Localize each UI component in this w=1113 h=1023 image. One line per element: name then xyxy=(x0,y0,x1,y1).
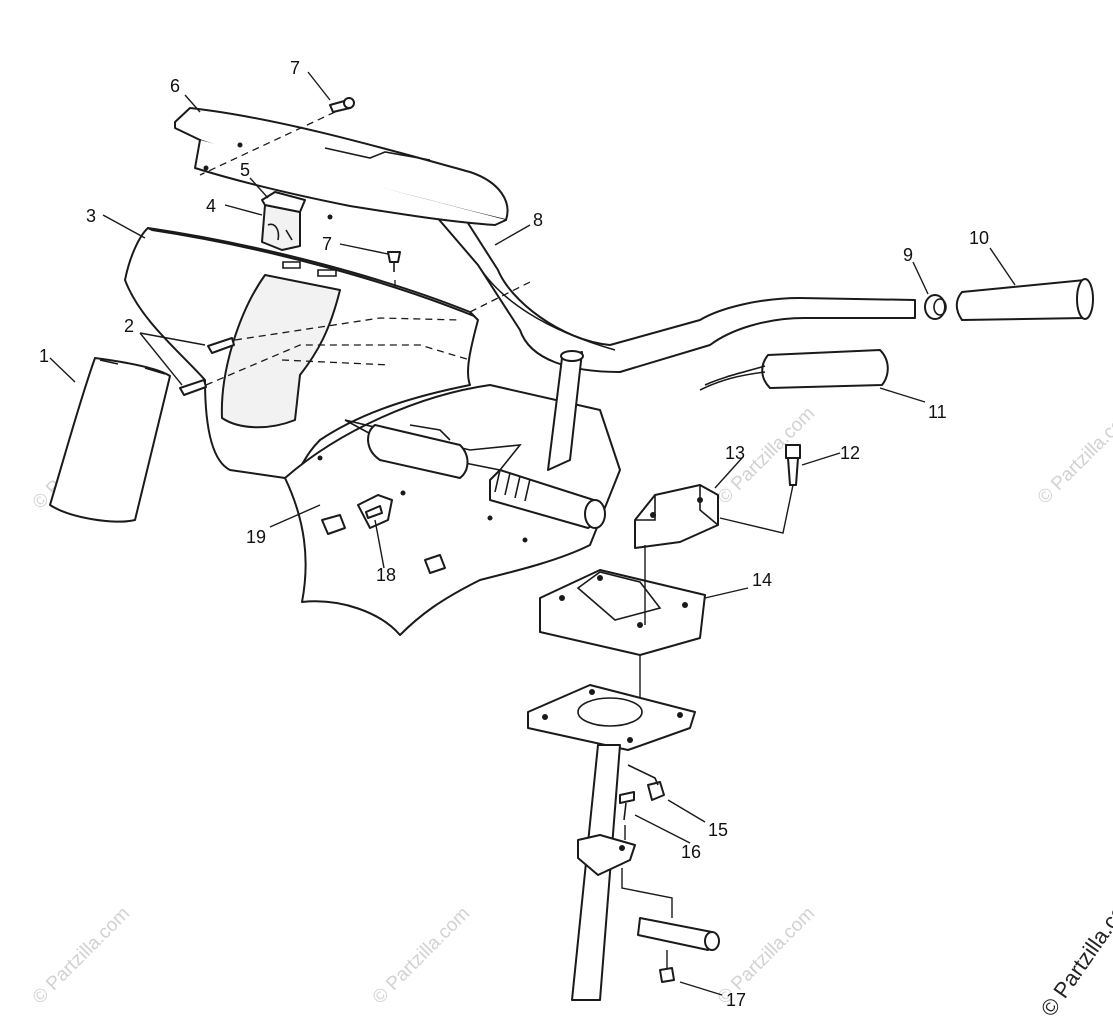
part-switch xyxy=(261,191,306,213)
callout-9: 9 xyxy=(903,245,913,265)
callout-labels: 1 2 3 4 5 6 7 7 8 9 10 11 12 13 14 15 16… xyxy=(39,58,989,1010)
part-bar-end-plug xyxy=(924,294,947,320)
part-bolt-16 xyxy=(619,791,635,840)
callout-7-top: 7 xyxy=(290,58,300,78)
part-lower-panel xyxy=(284,384,621,636)
callout-2: 2 xyxy=(124,316,134,336)
callout-1: 1 xyxy=(39,346,49,366)
callout-5: 5 xyxy=(240,160,250,180)
callout-15: 15 xyxy=(708,820,728,840)
callout-8: 8 xyxy=(533,210,543,230)
part-upper-clamp xyxy=(634,484,719,549)
part-front-housing xyxy=(124,227,479,479)
watermark-text: © Partzilla.com xyxy=(369,903,474,1008)
callout-13: 13 xyxy=(725,443,745,463)
callout-10: 10 xyxy=(969,228,989,248)
callout-4: 4 xyxy=(206,196,216,216)
part-lower-clamp xyxy=(539,569,706,656)
callout-12: 12 xyxy=(840,443,860,463)
assembly-lines xyxy=(199,111,531,386)
watermark-text: © Partzilla.com xyxy=(1034,403,1113,508)
corner-watermark: © Partzilla.com xyxy=(1036,885,1113,1021)
part-clamp-bolt xyxy=(785,444,801,486)
part-screw-top xyxy=(329,97,355,113)
part-grip xyxy=(955,278,1094,321)
part-screw-2a xyxy=(207,337,235,354)
part-throttle-grip xyxy=(699,349,889,391)
part-tie-rod xyxy=(621,868,720,983)
part-screw-mid xyxy=(387,251,401,272)
callout-7-mid: 7 xyxy=(322,234,332,254)
part-nut-15 xyxy=(627,764,665,801)
part-upper-cover xyxy=(174,107,509,226)
callout-18: 18 xyxy=(376,565,396,585)
part-steering-stub xyxy=(489,350,606,529)
leader-lines xyxy=(49,71,1016,996)
watermark-text: © Partzilla.com xyxy=(29,903,134,1008)
part-bracket-18 xyxy=(321,494,446,574)
callout-16: 16 xyxy=(681,842,701,862)
part-side-cover xyxy=(49,357,171,523)
part-steering-column xyxy=(527,684,696,1001)
callout-14: 14 xyxy=(752,570,772,590)
callout-19: 19 xyxy=(246,527,266,547)
callout-11: 11 xyxy=(928,402,947,422)
part-screw-2b xyxy=(179,379,207,396)
callout-6: 6 xyxy=(170,76,180,96)
callout-17: 17 xyxy=(726,990,746,1010)
callout-3: 3 xyxy=(86,206,96,226)
